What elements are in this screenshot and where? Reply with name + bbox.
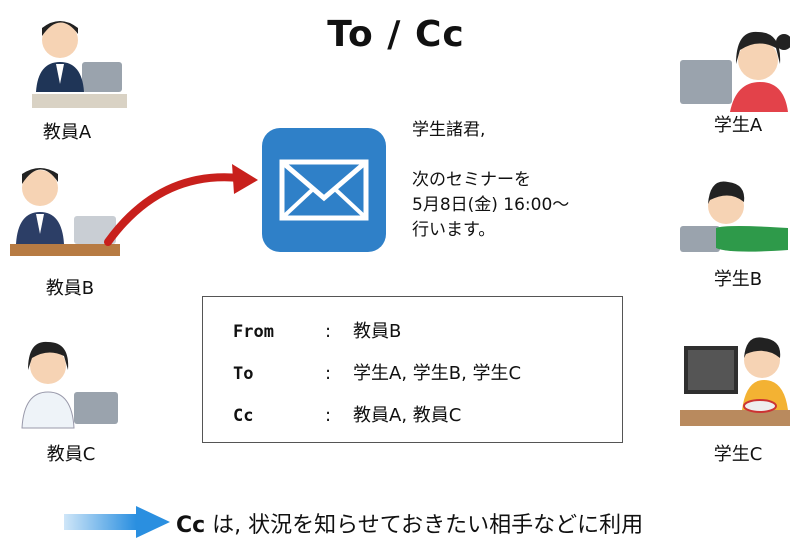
header-row-from: From: 教員B — [233, 317, 401, 343]
header-sep: : — [325, 405, 332, 426]
header-value-to: 学生A, 学生B, 学生C — [353, 363, 522, 384]
header-value-from: 教員B — [353, 321, 402, 342]
teacher-a-label: 教員A — [42, 122, 92, 143]
teacher-b-illustration — [10, 168, 120, 256]
message-line-3: 次のセミナーを — [412, 170, 531, 190]
cc-note-text: は, 状況を知らせておきたい相手などに利用 — [205, 513, 644, 538]
message-line-1: 学生諸君, — [412, 120, 486, 140]
teacher-c-illustration — [21, 341, 118, 429]
teacher-c-label: 教員C — [46, 444, 96, 465]
student-a-label: 学生A — [713, 115, 763, 136]
header-key-to: To — [233, 364, 254, 384]
message-line-4: 5月8日(金) 16:00〜 — [412, 195, 570, 215]
cc-term: Cc — [176, 513, 206, 538]
header-row-cc: Cc: 教員A, 教員C — [233, 401, 461, 427]
note-arrow-icon — [64, 506, 170, 538]
student-b-illustration — [680, 181, 788, 252]
header-key-cc: Cc — [233, 406, 254, 426]
teacher-a-illustration — [32, 21, 127, 108]
header-value-cc: 教員A, 教員C — [353, 405, 462, 426]
header-sep: : — [325, 321, 332, 342]
mail-icon — [262, 128, 386, 252]
cc-explanation: Cc は, 状況を知らせておきたい相手などに利用 — [176, 507, 643, 539]
student-a-illustration — [680, 31, 790, 112]
email-header-box: From: 教員B To: 学生A, 学生B, 学生C Cc: 教員A, 教員C — [202, 296, 623, 443]
header-sep: : — [325, 363, 332, 384]
student-c-illustration — [680, 337, 790, 426]
student-c-label: 学生C — [713, 444, 763, 465]
diagram-title: To / Cc — [327, 14, 465, 55]
header-row-to: To: 学生A, 学生B, 学生C — [233, 359, 521, 385]
student-b-label: 学生B — [713, 269, 763, 290]
email-message: 学生諸君, 次のセミナーを 5月8日(金) 16:00〜行います。 — [412, 118, 569, 243]
header-key-from: From — [233, 322, 274, 342]
message-line-2 — [412, 143, 569, 168]
send-arrow — [104, 164, 258, 246]
message-line-5: 行います。 — [412, 220, 496, 240]
teacher-b-label: 教員B — [45, 278, 95, 299]
